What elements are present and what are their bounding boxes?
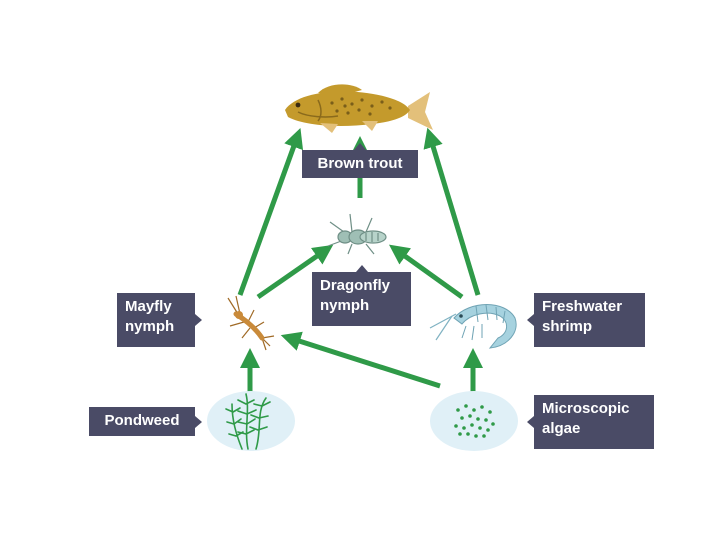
label-freshwater-shrimp: Freshwater shrimp xyxy=(527,293,645,347)
arrow-mayfly-to-trout xyxy=(237,127,304,296)
label-mayfly-nymph: Mayfly nymph xyxy=(117,293,202,347)
shrimp-icon xyxy=(429,304,517,349)
label-brown-trout: Brown trout xyxy=(302,143,418,178)
algae-icon xyxy=(430,391,518,451)
arrow-shrimp-to-trout xyxy=(423,127,481,296)
label-dragonfly-nymph: Dragonfly nymph xyxy=(312,265,411,326)
arrow-mayfly-to-dragonfly xyxy=(256,244,334,300)
arrow-shrimp-to-dragonfly xyxy=(388,244,464,300)
label-pondweed: Pondweed xyxy=(89,407,202,436)
dragonfly-nymph-icon xyxy=(327,213,387,255)
pondweed-icon xyxy=(207,391,295,451)
fish-icon xyxy=(285,84,433,133)
label-microscopic-algae: Microscopic algae xyxy=(527,395,654,449)
mayfly-nymph-icon xyxy=(227,295,275,351)
arrow-algae-to-mayfly xyxy=(280,331,441,389)
